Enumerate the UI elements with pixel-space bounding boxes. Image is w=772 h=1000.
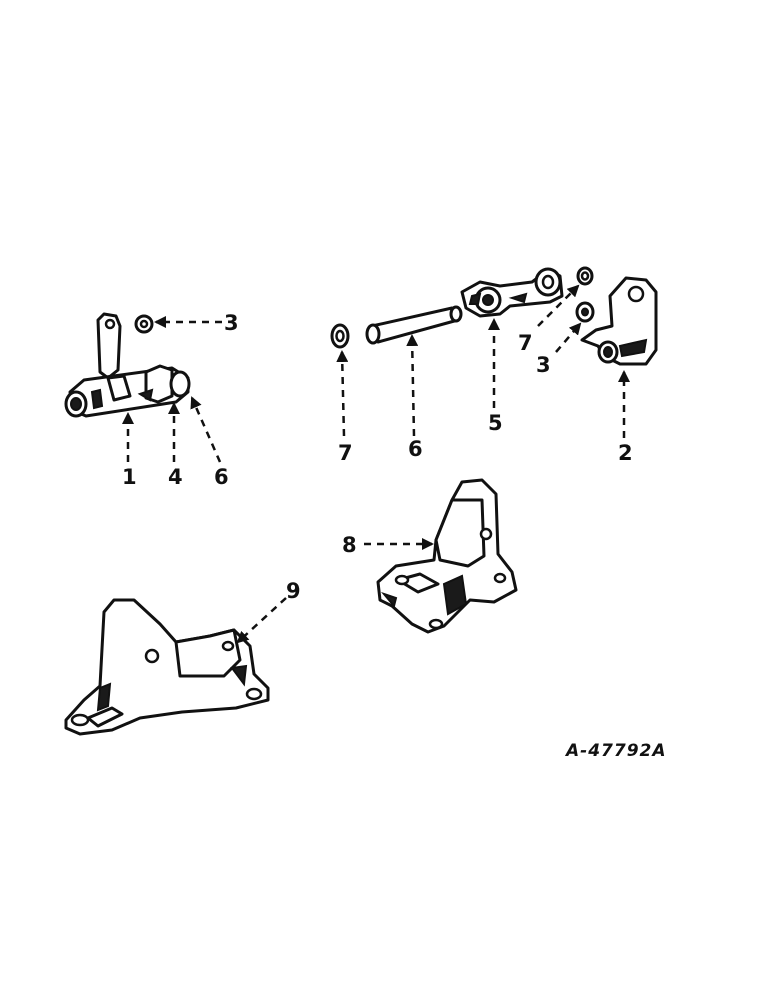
callout-2: 2 [618, 441, 633, 465]
callout-7-left: 7 [338, 441, 353, 465]
callout-3-right: 3 [536, 353, 551, 377]
leader-7-right [537, 284, 580, 327]
leader-6-center [406, 334, 419, 437]
callout-3-left: 3 [224, 311, 239, 335]
callout-6-center: 6 [408, 437, 423, 461]
callout-4: 4 [168, 465, 183, 489]
callout-5: 5 [488, 411, 503, 435]
leader-3-right [555, 322, 582, 353]
callout-7-right: 7 [518, 331, 533, 355]
part-2-bracket [580, 276, 658, 366]
part-9-base-support [64, 598, 270, 736]
leader-lines [122, 284, 630, 644]
part-7-washer-left [330, 323, 350, 349]
part-7-washer-right [576, 266, 594, 286]
callout-8: 8 [342, 533, 357, 557]
part-6-pin [365, 305, 463, 345]
callout-1: 1 [122, 465, 137, 489]
part-5-lever-arm [460, 267, 564, 318]
callout-9: 9 [286, 579, 301, 603]
part-3-washer-left [134, 314, 154, 334]
part-3-washer-right [575, 301, 595, 323]
part-1-bracket-assembly [64, 312, 191, 418]
part-8-support-bracket [376, 478, 518, 634]
callout-6-left: 6 [214, 465, 229, 489]
leader-9 [236, 597, 287, 644]
drawing-reference-number: A-47792A [564, 741, 667, 761]
callout-labels: 3 1 4 6 7 6 5 7 3 2 8 9 [122, 311, 633, 603]
leader-7-left [336, 350, 349, 437]
leader-6-left [190, 396, 222, 463]
